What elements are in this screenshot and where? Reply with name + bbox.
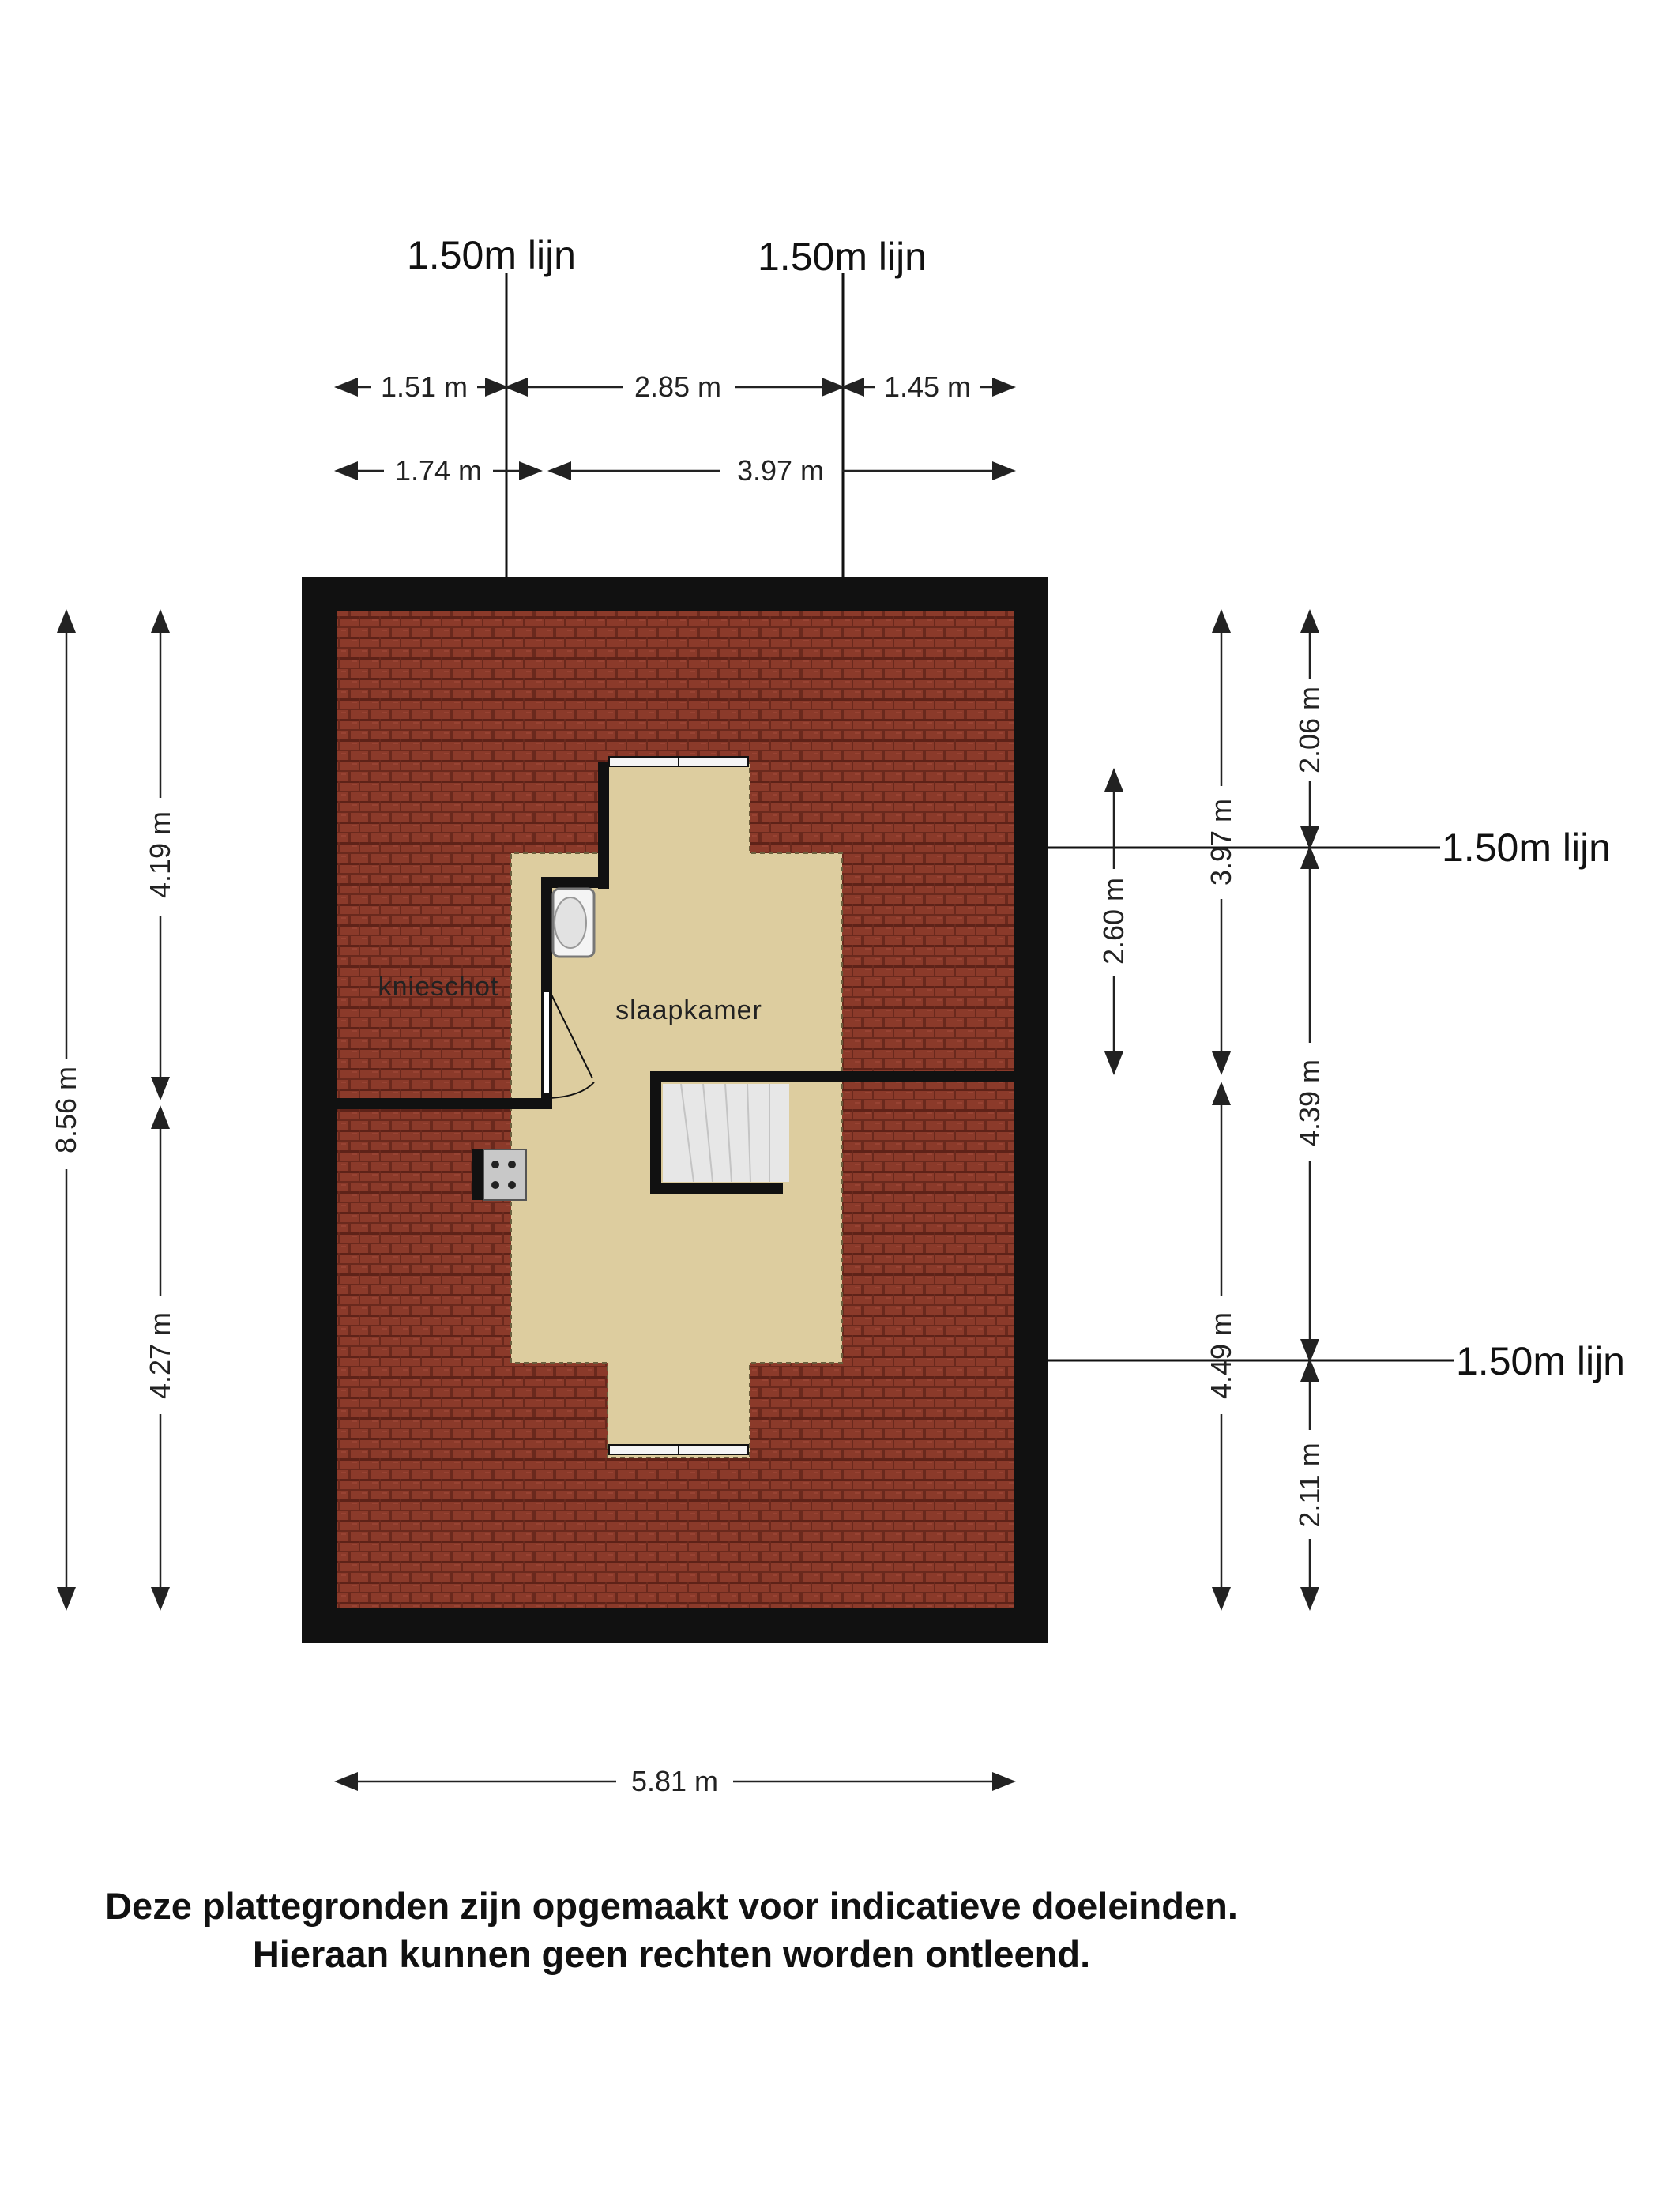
knieschot-wall (337, 1098, 552, 1109)
dim-right-4.49: 4.49 m (1205, 1312, 1237, 1399)
window-top (608, 756, 749, 767)
door (543, 991, 595, 1099)
room-label-slaapkamer: slaapkamer (615, 995, 762, 1025)
dim-top-3.97: 3.97 m (737, 454, 824, 487)
dim-top-1.45: 1.45 m (884, 371, 971, 403)
dim-right-4.39: 4.39 m (1293, 1059, 1326, 1146)
dim-top-1.74: 1.74 m (395, 454, 482, 487)
room-label-knieschot: knieschot (378, 972, 499, 1002)
dim-bottom-5.81: 5.81 m (631, 1765, 718, 1797)
disclaimer-line-1: Deze plattegronden zijn opgemaakt voor i… (105, 1885, 1238, 1927)
dim-left-8.56: 8.56 m (50, 1066, 82, 1153)
stove (472, 1149, 527, 1201)
interior-wall (541, 877, 609, 888)
staircase (663, 1083, 789, 1183)
dim-top-1.51: 1.51 m (381, 371, 468, 403)
interior-wall (598, 762, 609, 889)
label-1.50m-line-right-lower: 1.50m lijn (1456, 1339, 1625, 1383)
dim-left-4.19: 4.19 m (144, 811, 176, 898)
disclaimer-line-2: Hieraan kunnen geen rechten worden ontle… (252, 1933, 1091, 1975)
label-1.50m-line-top-left: 1.50m lijn (407, 233, 576, 277)
dim-right-2.06: 2.06 m (1293, 687, 1326, 773)
label-1.50m-line-right-upper: 1.50m lijn (1442, 826, 1611, 870)
dim-right-2.60: 2.60 m (1097, 878, 1130, 965)
window-bottom (608, 1444, 749, 1455)
dim-left-4.27: 4.27 m (144, 1312, 176, 1399)
label-1.50m-line-top-right: 1.50m lijn (758, 235, 927, 279)
stair-wall (650, 1071, 1014, 1082)
dim-right-2.11: 2.11 m (1293, 1443, 1326, 1527)
washbasin (551, 887, 596, 958)
dim-top-2.85: 2.85 m (634, 371, 721, 403)
stair-wall (650, 1183, 783, 1194)
dim-right-3.97: 3.97 m (1205, 799, 1237, 886)
stair-wall (650, 1071, 661, 1194)
